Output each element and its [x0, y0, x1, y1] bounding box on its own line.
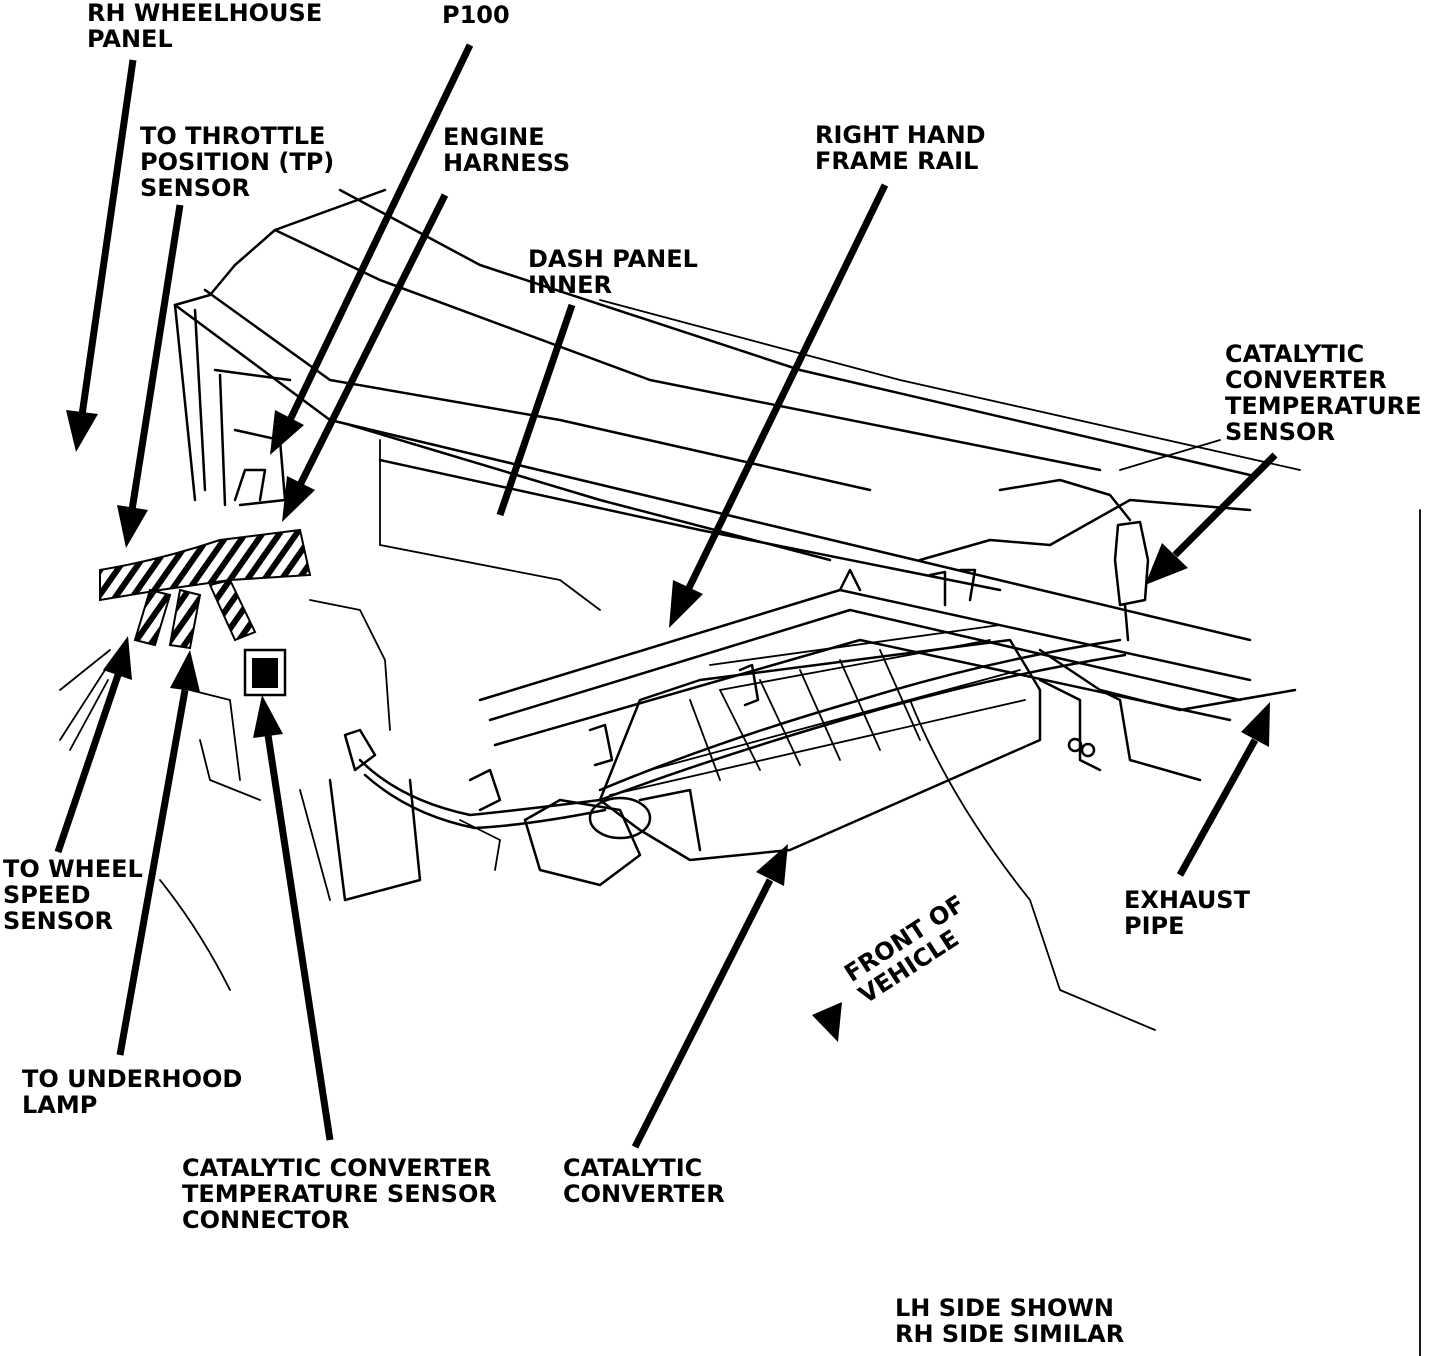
temperature-sensor-drawing: [1113, 520, 1150, 642]
label-catalytic-converter-temperature-sensor: CATALYTIC CONVERTER TEMPERATURE SENSOR: [1225, 340, 1422, 446]
arrow-underhood-lamp: [116, 689, 189, 1056]
wiring-harness: [99, 428, 1127, 830]
label-catalytic-converter: CATALYTIC CONVERTER: [563, 1154, 725, 1208]
arrow-dash-panel: [496, 303, 576, 517]
arrow-rh-wheelhouse: [78, 59, 137, 416]
label-right-hand-frame-rail: RIGHT HAND FRAME RAIL: [815, 121, 986, 175]
dash-panel-outline: [173, 188, 1301, 642]
label-catalytic-converter-temperature-sensor-connector: CATALYTIC CONVERTER TEMPERATURE SENSOR C…: [182, 1154, 497, 1234]
arrow-throttle-position: [128, 204, 184, 511]
catalytic-converter-body: [523, 624, 1042, 887]
exhaust-pipe-drawing: [909, 648, 1297, 1031]
arrow-sensor-connector: [264, 734, 334, 1141]
arrow-wheel-speed: [54, 673, 122, 854]
label-rh-wheelhouse-panel: RH WHEELHOUSE PANEL: [87, 0, 323, 53]
arrow-catalytic-converter: [631, 878, 774, 1149]
label-dash-panel-inner: DASH PANEL INNER: [528, 245, 698, 299]
front-of-vehicle-arrow: [812, 1002, 842, 1042]
label-to-throttle-position-sensor: TO THROTTLE POSITION (TP) SENSOR: [140, 122, 335, 202]
frame-rail: [478, 439, 1252, 782]
label-engine-harness: ENGINE HARNESS: [443, 123, 571, 177]
arrow-temp-sensor: [1172, 452, 1278, 558]
arrow-p100: [286, 43, 474, 422]
label-side-note: LH SIDE SHOWN RH SIDE SIMILAR: [895, 1294, 1125, 1348]
arrow-engine-harness: [296, 193, 449, 487]
callout-arrows: [54, 43, 1278, 1149]
label-to-wheel-speed-sensor: TO WHEEL SPEED SENSOR: [3, 855, 143, 935]
label-exhaust-pipe: EXHAUST PIPE: [1124, 886, 1250, 940]
label-to-underhood-lamp: TO UNDERHOOD LAMP: [22, 1065, 243, 1119]
arrow-exhaust-pipe: [1176, 738, 1259, 877]
arrow-frame-rail: [684, 183, 889, 592]
wheelhouse-lines: [59, 509, 1421, 1356]
label-p100: P100: [442, 1, 510, 29]
